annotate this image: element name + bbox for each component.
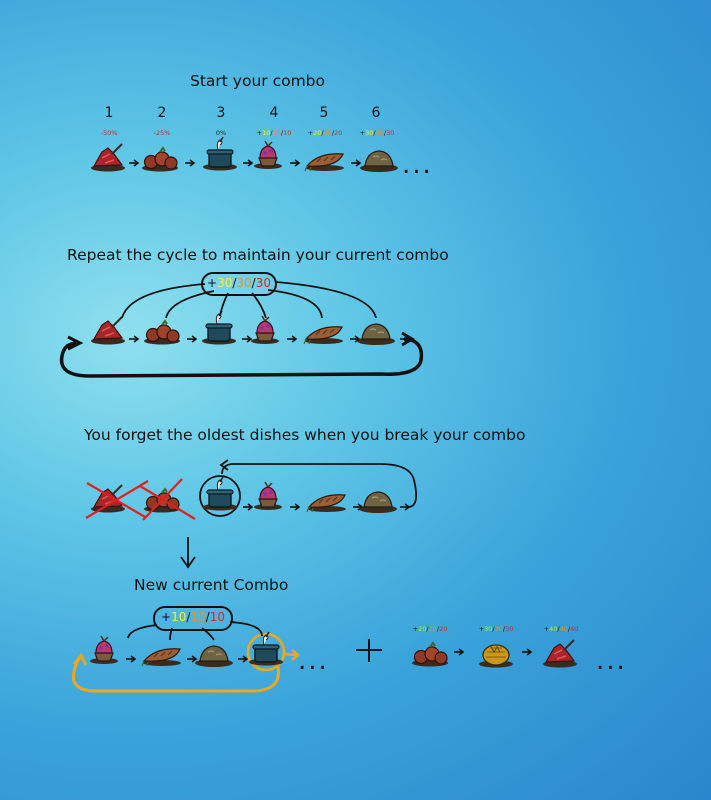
ellipsis: ... — [298, 646, 329, 676]
bonus-label-4: +10/10/10 — [256, 129, 292, 137]
arrow-icon — [399, 503, 410, 511]
percent-label: -50% — [100, 129, 118, 137]
honey-ham-icon — [478, 644, 514, 669]
step-number: 1 — [104, 105, 114, 121]
stew-icon — [359, 150, 399, 173]
berry-dish-icon — [253, 481, 283, 511]
meat-skewer-icon — [542, 639, 578, 669]
bonus-label-5: +20/20/20 — [307, 129, 343, 137]
meat-skewer-icon — [90, 143, 126, 173]
arrow-icon — [125, 655, 136, 663]
arrow-icon — [184, 159, 195, 167]
arrow-icon — [241, 335, 252, 343]
new-combo-row — [71, 537, 578, 693]
section3-title: You forget the oldest dishes when you br… — [84, 426, 526, 444]
arrow-icon — [289, 159, 300, 167]
stew-icon — [194, 645, 234, 668]
new-cycle-loop-arrow — [71, 656, 280, 693]
stew-icon — [358, 491, 398, 514]
bonus-label-6: +30/30/30 — [359, 129, 395, 137]
arrow-icon — [521, 648, 532, 656]
cross-out-marks — [85, 478, 196, 521]
ellipsis: ... — [596, 646, 627, 676]
arrow-icon — [289, 503, 300, 511]
baguette-icon — [141, 648, 182, 667]
percent-label: -25% — [153, 129, 171, 137]
crockpot-icon — [202, 136, 238, 172]
arrow-icon — [242, 503, 253, 511]
step-number: 6 — [371, 105, 381, 121]
berry-dish-icon — [250, 315, 280, 345]
step-number: 4 — [269, 105, 279, 121]
new-combo-bonus-box: +10/10/10 — [153, 606, 233, 631]
future-bonus-label: +40/40/40 — [543, 625, 579, 633]
step-number: 3 — [216, 105, 226, 121]
meatballs-icon — [411, 642, 449, 668]
baguette-icon — [304, 153, 345, 172]
section1-title: Start your combo — [190, 72, 325, 90]
break-row — [85, 459, 418, 521]
arrow-icon — [128, 159, 139, 167]
step-number: 2 — [157, 105, 167, 121]
highlight-circle — [199, 475, 241, 517]
arrow-icon — [128, 335, 139, 343]
meat-skewer-icon — [90, 316, 126, 346]
meatballs-icon — [141, 147, 179, 173]
berry-dish-icon — [89, 635, 119, 665]
arrow-icon — [237, 655, 248, 663]
crockpot-icon — [201, 310, 237, 346]
berry-dish-icon — [253, 140, 283, 170]
section2-title: Repeat the cycle to maintain your curren… — [67, 246, 449, 264]
ellipsis: ... — [402, 150, 433, 180]
stew-icon — [356, 323, 396, 346]
arrow-icon — [453, 648, 464, 656]
baguette-icon — [303, 326, 344, 345]
meatballs-icon — [143, 320, 181, 346]
future-bonus-label: +20/20/20 — [412, 625, 448, 633]
step-number: 5 — [319, 105, 329, 121]
cycle-bonus-box: +30/30/30 — [201, 272, 277, 296]
cycle-loop-arrow — [59, 337, 424, 378]
cycle-row — [59, 281, 424, 378]
crockpot-icon — [202, 476, 238, 512]
arrow-icon — [186, 655, 197, 663]
arrow-icon — [286, 335, 297, 343]
current-highlight-circle — [246, 632, 286, 672]
future-bonus-label: +30/30/30 — [478, 625, 514, 633]
section4-title: New current Combo — [134, 576, 289, 594]
arrow-icon — [186, 335, 197, 343]
baguette-icon — [306, 494, 347, 513]
arrow-icon — [242, 159, 253, 167]
combo-start-row — [90, 136, 399, 173]
arrow-icon — [350, 159, 361, 167]
percent-label: 0% — [215, 129, 227, 137]
